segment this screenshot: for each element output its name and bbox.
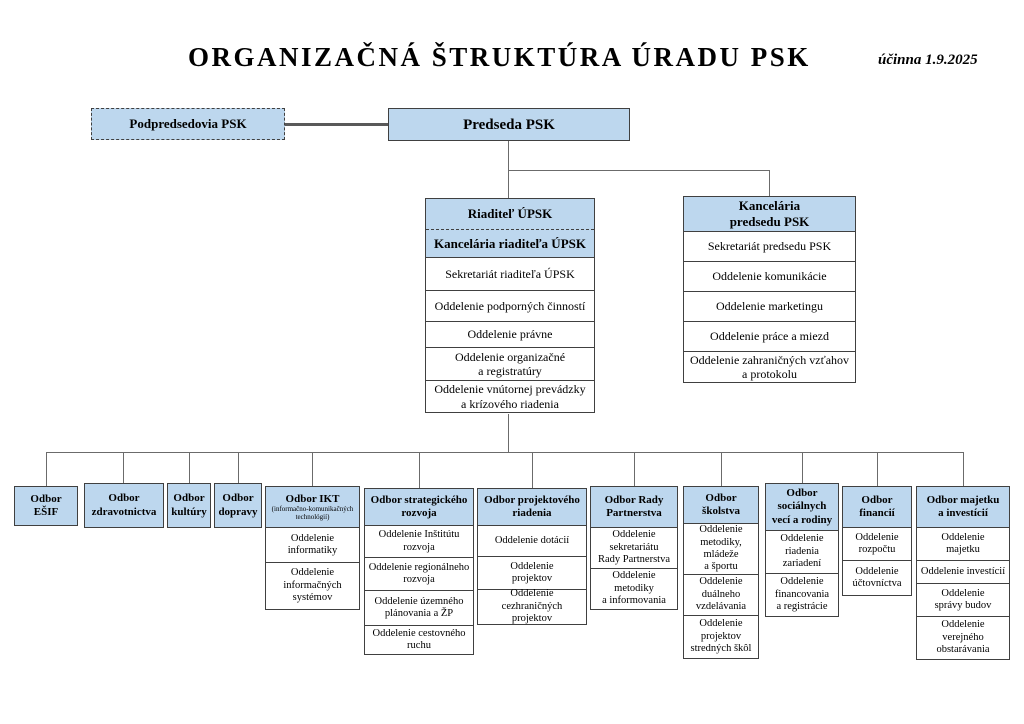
odbor-ikt-subtitle: (informačno-komunikačných technológií) xyxy=(271,504,354,521)
unit-cell: Sekretariát riaditeľa ÚPSK xyxy=(425,257,595,291)
connector-level2-horizontal xyxy=(508,170,770,171)
box-odbor-strategickeho-rozvoja: Odbor strategického rozvoja xyxy=(364,488,474,526)
unit-cell: Oddelenie účtovníctva xyxy=(842,560,912,596)
column-riaditel-upsk: Riaditeľ ÚPSK Kancelária riaditeľa ÚPSK … xyxy=(425,198,595,413)
connector-bus-horizontal xyxy=(46,452,963,453)
column-odbor-projektoveho-riadenia: Odbor projektového riadenia Oddelenie do… xyxy=(477,488,587,625)
unit-cell: Oddelenie riadenia zariadení xyxy=(765,530,839,574)
connector-drop-riaditel xyxy=(508,170,509,198)
box-odbor-kultury: Odbor kultúry xyxy=(167,483,211,528)
unit-cell: Oddelenie zahraničných vzťahov a protoko… xyxy=(683,351,856,383)
unit-cell: Oddelenie rozpočtu xyxy=(842,527,912,561)
box-odbor-rady-partnerstva: Odbor Rady Partnerstva xyxy=(590,486,678,528)
connector-drop-socialnych xyxy=(802,452,803,483)
box-odbor-dopravy: Odbor dopravy xyxy=(214,483,262,528)
unit-cell: Oddelenie cestovného ruchu xyxy=(364,625,474,655)
connector-drop-strategickeho xyxy=(419,452,420,488)
column-odbor-kultury: Odbor kultúry xyxy=(167,483,211,528)
effective-date: účinna 1.9.2025 xyxy=(878,52,978,68)
unit-cell: Oddelenie regionálneho rozvoja xyxy=(364,557,474,591)
unit-cell: Oddelenie informačných systémov xyxy=(265,562,360,610)
column-odbor-strategickeho-rozvoja: Odbor strategického rozvoja Oddelenie In… xyxy=(364,488,474,655)
unit-cell: Oddelenie verejného obstarávania xyxy=(916,616,1010,660)
connector-podpredsedovia-predseda xyxy=(285,123,388,126)
column-odbor-zdravotnictva: Odbor zdravotnictva xyxy=(84,483,164,528)
unit-cell: Sekretariát predsedu PSK xyxy=(683,231,856,262)
unit-cell: Oddelenie vnútornej prevádzky a krízovéh… xyxy=(425,380,595,413)
connector-predseda-down xyxy=(508,141,509,170)
box-odbor-zdravotnictva: Odbor zdravotnictva xyxy=(84,483,164,528)
column-odbor-ikt: Odbor IKT (informačno-komunikačných tech… xyxy=(265,486,360,610)
column-kancelaria-predsedu: Kancelária predsedu PSK Sekretariát pred… xyxy=(683,196,856,383)
unit-cell: Oddelenie dotácií xyxy=(477,525,587,557)
connector-riaditel-to-bus xyxy=(508,414,509,452)
connector-drop-financii xyxy=(877,452,878,486)
column-odbor-financii: Odbor financií Oddelenie rozpočtu Oddele… xyxy=(842,486,912,596)
unit-cell: Oddelenie metodiky a informovania xyxy=(590,568,678,610)
column-odbor-esif: Odbor EŠIF xyxy=(14,486,78,526)
connector-drop-majetku xyxy=(963,452,964,486)
odbor-ikt-title: Odbor IKT xyxy=(285,492,340,505)
unit-cell: Oddelenie územného plánovania a ŽP xyxy=(364,590,474,626)
unit-cell: Oddelenie cezhraničných projektov xyxy=(477,588,587,625)
column-odbor-rady-partnerstva: Odbor Rady Partnerstva Oddelenie sekreta… xyxy=(590,486,678,610)
connector-drop-kultury xyxy=(189,452,190,483)
unit-cell: Oddelenie financovania a registrácie xyxy=(765,573,839,617)
unit-cell: Oddelenie sekretariátu Rady Partnerstva xyxy=(590,527,678,569)
box-odbor-majetku: Odbor majetku a investícií xyxy=(916,486,1010,528)
connector-drop-kancelaria xyxy=(769,170,770,196)
connector-drop-dopravy xyxy=(238,452,239,483)
column-odbor-socialnych-veci: Odbor sociálnych vecí a rodiny Oddelenie… xyxy=(765,483,839,617)
unit-cell: Oddelenie Inštitútu rozvoja xyxy=(364,525,474,558)
box-podpredsedovia-psk: Podpredsedovia PSK xyxy=(91,108,285,140)
unit-cell: Oddelenie komunikácie xyxy=(683,261,856,292)
connector-drop-esif xyxy=(46,452,47,486)
unit-cell: Oddelenie práce a miezd xyxy=(683,321,856,352)
connector-drop-ikt xyxy=(312,452,313,486)
unit-cell: Oddelenie organizačné a registratúry xyxy=(425,347,595,381)
box-odbor-ikt: Odbor IKT (informačno-komunikačných tech… xyxy=(265,486,360,528)
column-odbor-majetku: Odbor majetku a investícií Oddelenie maj… xyxy=(916,486,1010,660)
box-odbor-skolstva: Odbor školstva xyxy=(683,486,759,524)
unit-cell: Oddelenie duálneho vzdelávania xyxy=(683,574,759,616)
column-odbor-skolstva: Odbor školstva Oddelenie metodiky, mláde… xyxy=(683,486,759,659)
unit-cell: Oddelenie správy budov xyxy=(916,583,1010,617)
unit-cell: Oddelenie informatiky xyxy=(265,527,360,563)
unit-cell: Oddelenie marketingu xyxy=(683,291,856,322)
unit-cell: Oddelenie metodiky, mládeže a športu xyxy=(683,523,759,575)
connector-drop-projektoveho xyxy=(532,452,533,488)
unit-cell: Oddelenie podporných činností xyxy=(425,290,595,322)
connector-drop-zdravotnictva xyxy=(123,452,124,483)
unit-cell: Oddelenie majetku xyxy=(916,527,1010,561)
unit-cell: Oddelenie projektov xyxy=(477,556,587,590)
box-odbor-projektoveho-riadenia: Odbor projektového riadenia xyxy=(477,488,587,526)
box-odbor-financii: Odbor financií xyxy=(842,486,912,528)
unit-cell: Oddelenie projektov stredných škôl xyxy=(683,615,759,659)
riaditel-title: Riaditeľ ÚPSK xyxy=(467,206,553,222)
box-odbor-esif: Odbor EŠIF xyxy=(14,486,78,526)
page-title: ORGANIZAČNÁ ŠTRUKTÚRA ÚRADU PSK xyxy=(188,42,811,72)
connector-drop-skolstva xyxy=(721,452,722,486)
box-odbor-socialnych-veci: Odbor sociálnych vecí a rodiny xyxy=(765,483,839,531)
box-kancelaria-riaditela: Kancelária riaditeľa ÚPSK xyxy=(426,228,594,257)
box-kancelaria-predsedu: Kancelária predsedu PSK xyxy=(683,196,856,232)
box-riaditel-upsk: Riaditeľ ÚPSK Kancelária riaditeľa ÚPSK xyxy=(425,198,595,258)
unit-cell: Oddelenie investícií xyxy=(916,560,1010,584)
box-predseda-psk: Predseda PSK xyxy=(388,108,630,141)
unit-cell: Oddelenie právne xyxy=(425,321,595,348)
column-odbor-dopravy: Odbor dopravy xyxy=(214,483,262,528)
connector-drop-rady-partnerstva xyxy=(634,452,635,486)
